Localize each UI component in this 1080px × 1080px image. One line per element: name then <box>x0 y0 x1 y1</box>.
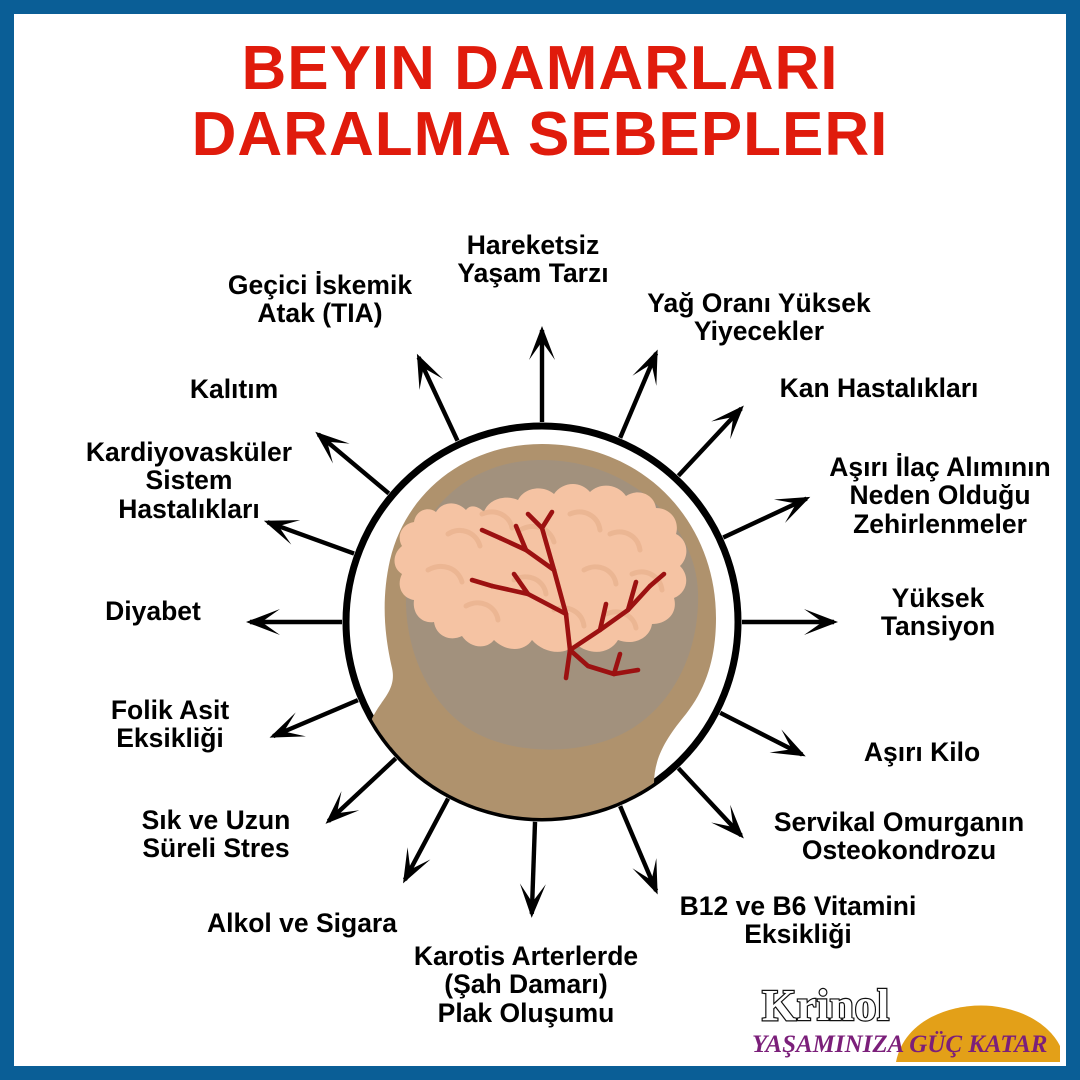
radial-cause-diagram <box>246 326 838 918</box>
arrow-shaft-yag-orani-yuksek <box>618 352 659 439</box>
brand-logo[interactable]: Krinol YAŞAMINIZA GÜÇ KATAR <box>744 976 1060 1062</box>
cause-label-sik-ve-uzun-sureli-stres: Sık ve Uzun Süreli Stres <box>141 805 291 864</box>
arrow-head-b12-b6-vitamini <box>632 858 658 895</box>
logo-brand-text: Krinol <box>762 981 890 1030</box>
cause-label-b12-b6-vitamini: B12 ve B6 Vitamini Eksikliği <box>679 891 917 950</box>
cause-label-yuksek-tansiyon: Yüksek Tansiyon <box>880 583 996 642</box>
arrow-shaft-b12-b6-vitamini <box>618 805 659 892</box>
arrow-head-gecici-iskemik-atak <box>416 353 444 391</box>
cause-label-karotis-arterlerde-plak: Karotis Arterlerde (Şah Damarı) Plak Olu… <box>413 941 639 1028</box>
arrow-shaft-servikal-omurga <box>676 766 743 838</box>
cause-label-folik-asit-eksikligi: Folik Asit Eksikliği <box>110 695 230 754</box>
arrow-head-hareketsiz-yasam-tarzi <box>529 326 555 360</box>
arrow-shaft-karotis-arterlerde-plak <box>529 821 538 914</box>
arrow-head-sik-ve-uzun-sureli-stres <box>325 791 360 824</box>
brain-blood-vessels <box>469 509 667 681</box>
arrow-shaft-kalitim <box>316 432 391 496</box>
cause-label-asiri-kilo: Aşırı Kilo <box>863 737 981 767</box>
cause-label-kan-hastaliklari: Kan Hastalıkları <box>779 373 979 403</box>
arrow-shaft-sik-ve-uzun-sureli-stres <box>326 756 398 823</box>
arrow-head-kardiyovaskuler-sistem <box>263 520 301 545</box>
title-line-1: BEYIN DAMARLARI <box>241 34 839 103</box>
page-title: BEYIN DAMARLARI DARALMA SEBEPLERI <box>14 36 1066 167</box>
arrow-shaft-folik-asit-eksikligi <box>272 698 359 739</box>
cause-label-servikal-omurga: Servikal Omurganın Osteokondrozu <box>773 807 1025 866</box>
logo-accent-shape <box>896 1005 1060 1062</box>
arrow-head-servikal-omurga <box>711 804 744 839</box>
head-illustration <box>369 444 716 818</box>
arrow-head-diyabet <box>246 609 280 635</box>
arrow-head-yuksek-tansiyon <box>804 609 838 635</box>
title-line-2: DARALMA SEBEPLERI <box>191 99 889 169</box>
arrow-shaft-kardiyovaskuler-sistem <box>266 520 355 556</box>
cause-label-diyabet: Diyabet <box>105 596 201 626</box>
arrow-head-yag-orani-yuksek <box>632 349 658 386</box>
cause-label-hareketsiz-yasam-tarzi: Hareketsiz Yaşam Tarzı <box>457 230 609 289</box>
logo-tagline-text: YAŞAMINIZA GÜÇ KATAR <box>752 1031 1047 1058</box>
arrow-head-asiri-ilac-zehirlenme <box>773 496 811 524</box>
arrow-shaft-asiri-kilo <box>719 710 804 757</box>
arrow-shaft-kan-hastaliklari <box>676 406 743 478</box>
arrow-head-alkol-ve-sigara <box>403 847 431 884</box>
arrow-shaft-alkol-ve-sigara <box>402 797 451 881</box>
arrow-head-karotis-arterlerde-plak <box>519 883 546 918</box>
cause-label-yag-orani-yuksek: Yağ Oranı Yüksek Yiyecekler <box>647 288 871 347</box>
arrow-head-folik-asit-eksikligi <box>269 712 306 738</box>
cause-label-alkol-ve-sigara: Alkol ve Sigara <box>206 908 397 938</box>
cause-label-asiri-ilac-zehirlenme: Aşırı İlaç Alımının Neden Olduğu Zehirle… <box>829 452 1051 539</box>
arrow-head-asiri-kilo <box>769 729 806 757</box>
cause-label-kalitim: Kalıtım <box>189 374 279 404</box>
poster-canvas: BEYIN DAMARLARI DARALMA SEBEPLERI <box>14 14 1066 1066</box>
arrow-group <box>246 326 838 918</box>
arrow-shaft-gecici-iskemik-atak <box>416 356 460 442</box>
arrow-shaft-asiri-ilac-zehirlenme <box>722 496 808 540</box>
cause-label-gecici-iskemik-atak: Geçici İskemik Atak (TIA) <box>227 270 413 329</box>
arrow-head-kalitim <box>315 431 350 464</box>
arrow-head-kan-hastaliklari <box>711 405 744 440</box>
cause-label-kardiyovaskuler-sistem: Kardiyovasküler Sistem Hastalıkları <box>85 437 293 524</box>
